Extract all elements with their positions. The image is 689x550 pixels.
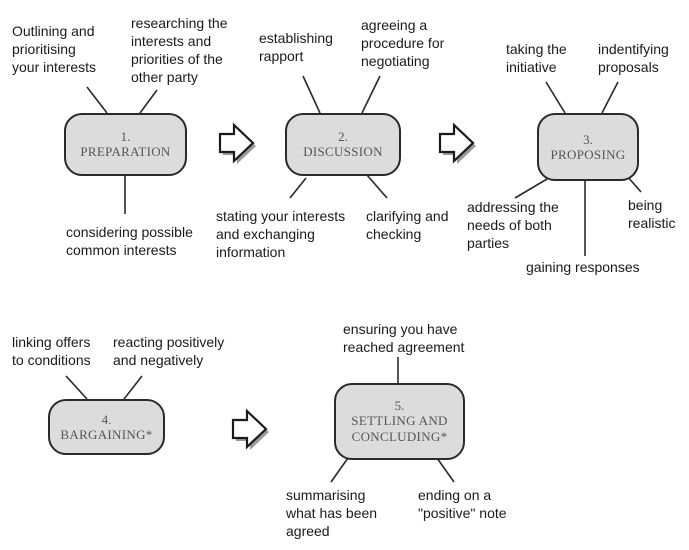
note-gaining-responses: gaining responses [526, 259, 640, 275]
stage-number: 1. [120, 129, 131, 144]
note-reacting-positively: reacting positively and negatively [113, 334, 225, 368]
flow-arrow-icon [438, 122, 476, 164]
stage-name: PROPOSING [550, 146, 626, 162]
connector-line [436, 457, 455, 483]
note-linking-offers: linking offers to conditions [12, 334, 91, 368]
note-indentifying-proposals: indentifying proposals [598, 41, 669, 75]
stage-name: BARGAINING* [60, 426, 153, 442]
note-stating-interests: stating your interests and exchanging in… [216, 208, 346, 260]
stage-number: 5. [394, 398, 405, 413]
stage-number: 2. [338, 129, 348, 144]
note-establishing-rapport: establishing rapport [259, 30, 333, 64]
flow-arrow-icon [231, 408, 269, 450]
stage-name: PREPARATION [80, 144, 171, 159]
connector-line [65, 375, 88, 400]
stage-discussion: 2. DISCUSSION [285, 113, 401, 176]
stage-bargaining: 4. BARGAINING* [48, 399, 165, 455]
stage-name: SETTLING AND CONCLUDING* [351, 413, 448, 444]
note-outlining-interests: Outlining and prioritising your interest… [12, 23, 97, 75]
connector-line [123, 375, 143, 400]
stage-number: 3. [583, 131, 593, 147]
stage-settling-concluding: 5. SETTLING AND CONCLUDING* [334, 383, 465, 460]
connector-line [601, 81, 619, 114]
stage-name: DISCUSSION [303, 144, 383, 159]
note-common-interests: considering possible common interests [66, 224, 193, 258]
stage-number: 4. [101, 411, 112, 427]
connector-line [366, 174, 388, 199]
note-ensuring-agreement: ensuring you have reached agreement [343, 321, 465, 355]
connector-line [289, 177, 307, 199]
connector-line [330, 457, 349, 483]
note-researching-other-party: researching the interests and priorities… [131, 15, 228, 85]
stage-proposing: 3. PROPOSING [537, 113, 639, 181]
flow-arrow-icon [218, 122, 256, 164]
note-taking-initiative: taking the initiative [506, 41, 567, 75]
connector-line [361, 75, 381, 114]
stage-preparation: 1. PREPARATION [64, 113, 187, 176]
note-summarising-agreed: summarising what has been agreed [286, 487, 378, 539]
note-ending-positive: ending on a "positive" note [418, 487, 507, 521]
connector-line [514, 178, 548, 199]
connector-line [86, 86, 108, 114]
note-clarifying-checking: clarifying and checking [366, 208, 449, 242]
connector-line [545, 81, 566, 114]
note-agreeing-procedure: agreeing a procedure for negotiating [361, 17, 445, 69]
connector-line [139, 89, 158, 114]
note-addressing-needs: addressing the needs of both parties [467, 199, 559, 251]
connector-line [302, 75, 321, 114]
note-being-realistic: being realistic [628, 197, 676, 231]
